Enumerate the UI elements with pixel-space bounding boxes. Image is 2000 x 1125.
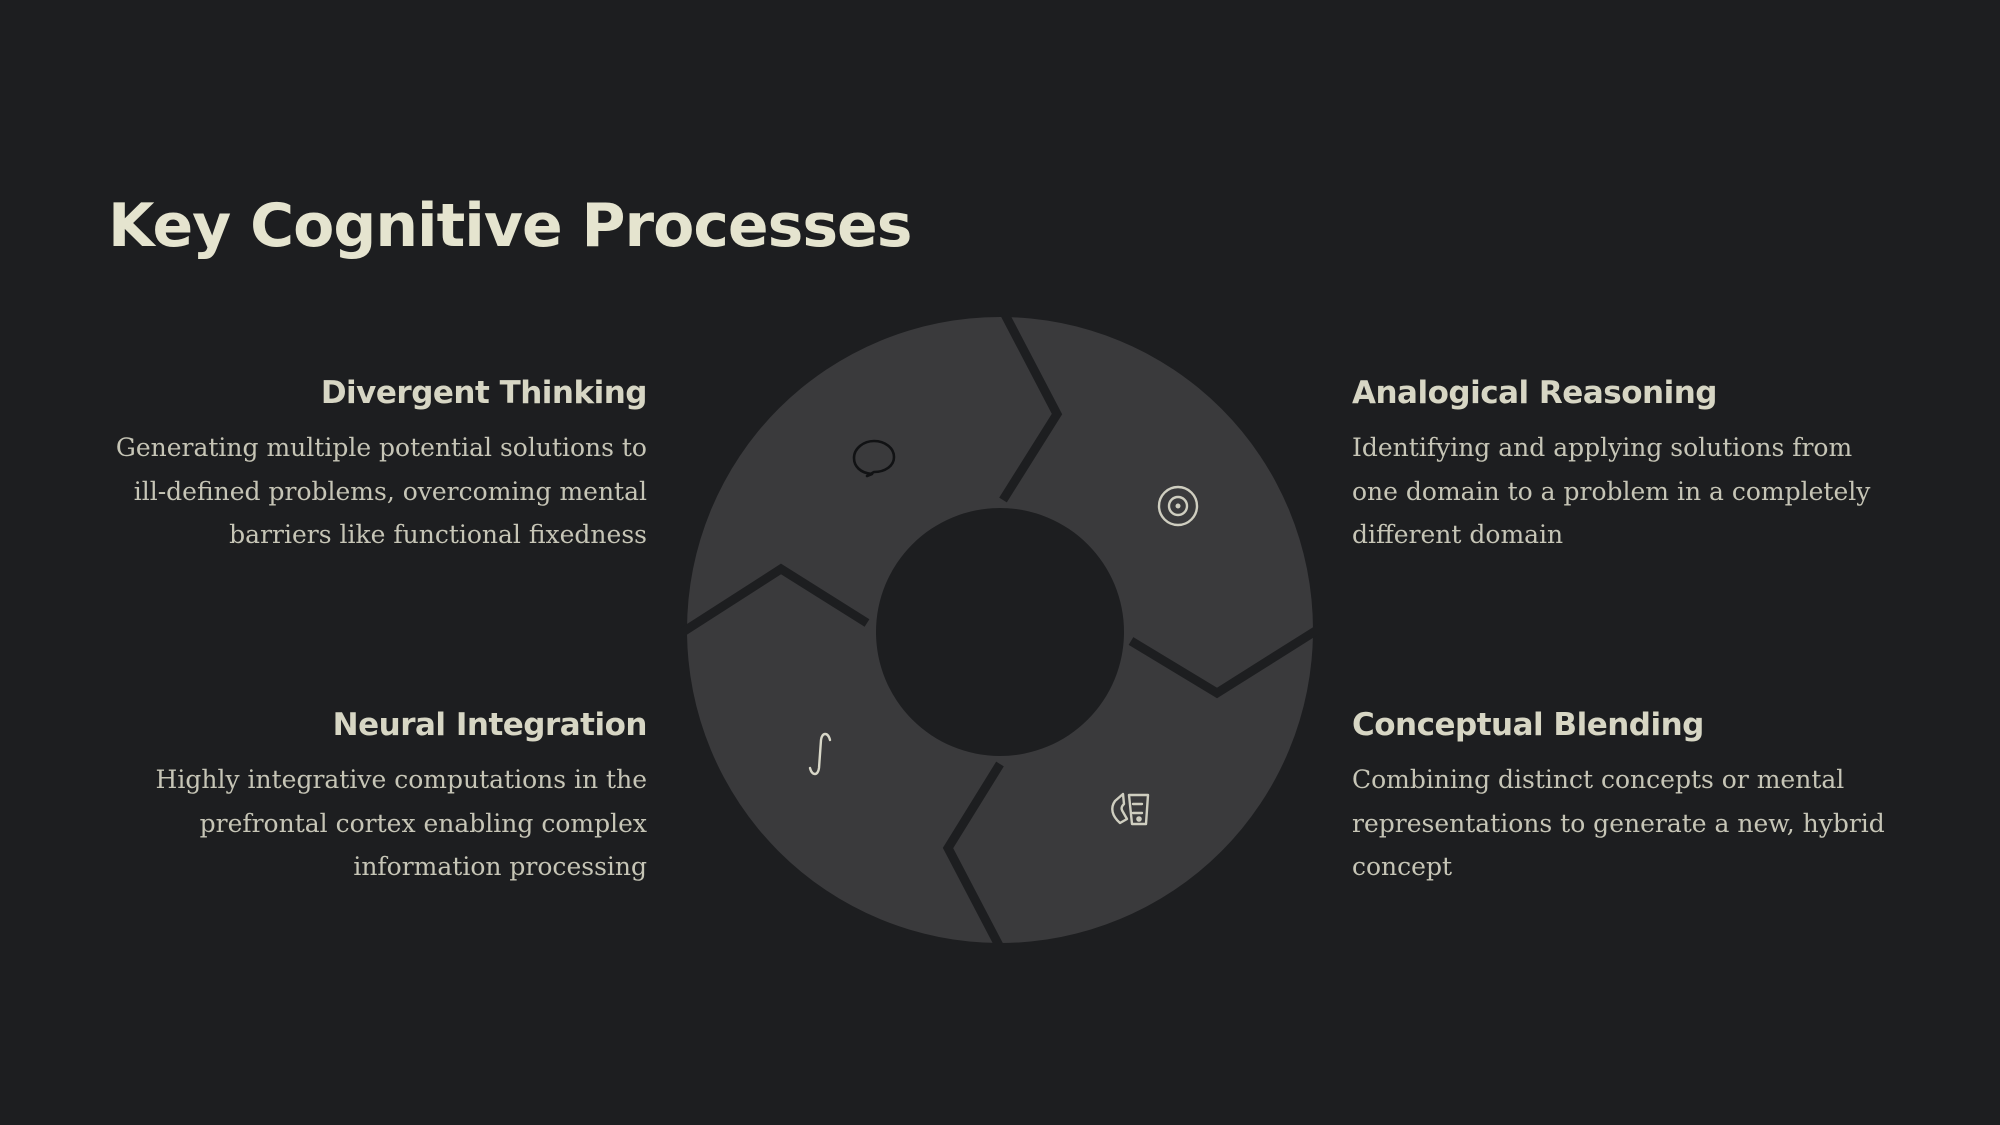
cycle-diagram — [680, 310, 1320, 950]
description-line: information processing — [353, 852, 647, 881]
process-heading: Neural Integration — [332, 707, 648, 743]
process-heading: Conceptual Blending — [1352, 707, 1704, 743]
description-line: one domain to a problem in a completely — [1352, 476, 1871, 506]
speech-bubble-icon — [852, 439, 896, 478]
process-neural-integration: Neural Integration Highly integrative co… — [87, 704, 648, 889]
segment-divider — [942, 761, 1007, 950]
cycle-center — [876, 508, 1124, 756]
process-analogical-reasoning: Analogical Reasoning Identifying and app… — [1352, 372, 1912, 557]
description-line: Combining distinct concepts or mental — [1352, 765, 1845, 794]
integral-icon — [808, 732, 832, 776]
process-heading: Divergent Thinking — [320, 375, 648, 411]
process-heading: Analogical Reasoning — [1352, 375, 1717, 411]
description-line: representations to generate a new, hybri… — [1352, 808, 1885, 838]
process-divergent-thinking: Divergent Thinking Generating multiple p… — [87, 372, 648, 557]
blend-icon — [1111, 792, 1150, 826]
description-line: concept — [1352, 852, 1452, 881]
description-line: prefrontal cortex enabling complex — [199, 808, 647, 838]
description-line: barriers like functional fixedness — [229, 520, 647, 549]
description-line: Generating multiple potential solutions … — [115, 433, 647, 462]
segment-divider — [680, 563, 870, 640]
description-line: Identifying and applying solutions from — [1352, 433, 1853, 462]
segment-divider — [997, 310, 1063, 503]
target-icon — [1157, 485, 1199, 527]
process-description: Combining distinct concepts or mental re… — [1352, 758, 1912, 889]
process-description: Highly integrative computations in the p… — [87, 758, 647, 889]
description-line: different domain — [1352, 520, 1564, 549]
process-description: Generating multiple potential solutions … — [87, 426, 647, 557]
description-line: Highly integrative computations in the — [155, 765, 647, 794]
process-conceptual-blending: Conceptual Blending Combining distinct c… — [1352, 704, 1912, 889]
segment-divider — [1128, 622, 1320, 699]
process-description: Identifying and applying solutions from … — [1352, 426, 1912, 557]
description-line: ill-defined problems, overcoming mental — [133, 476, 647, 506]
page-title: Key Cognitive Processes — [108, 191, 912, 261]
